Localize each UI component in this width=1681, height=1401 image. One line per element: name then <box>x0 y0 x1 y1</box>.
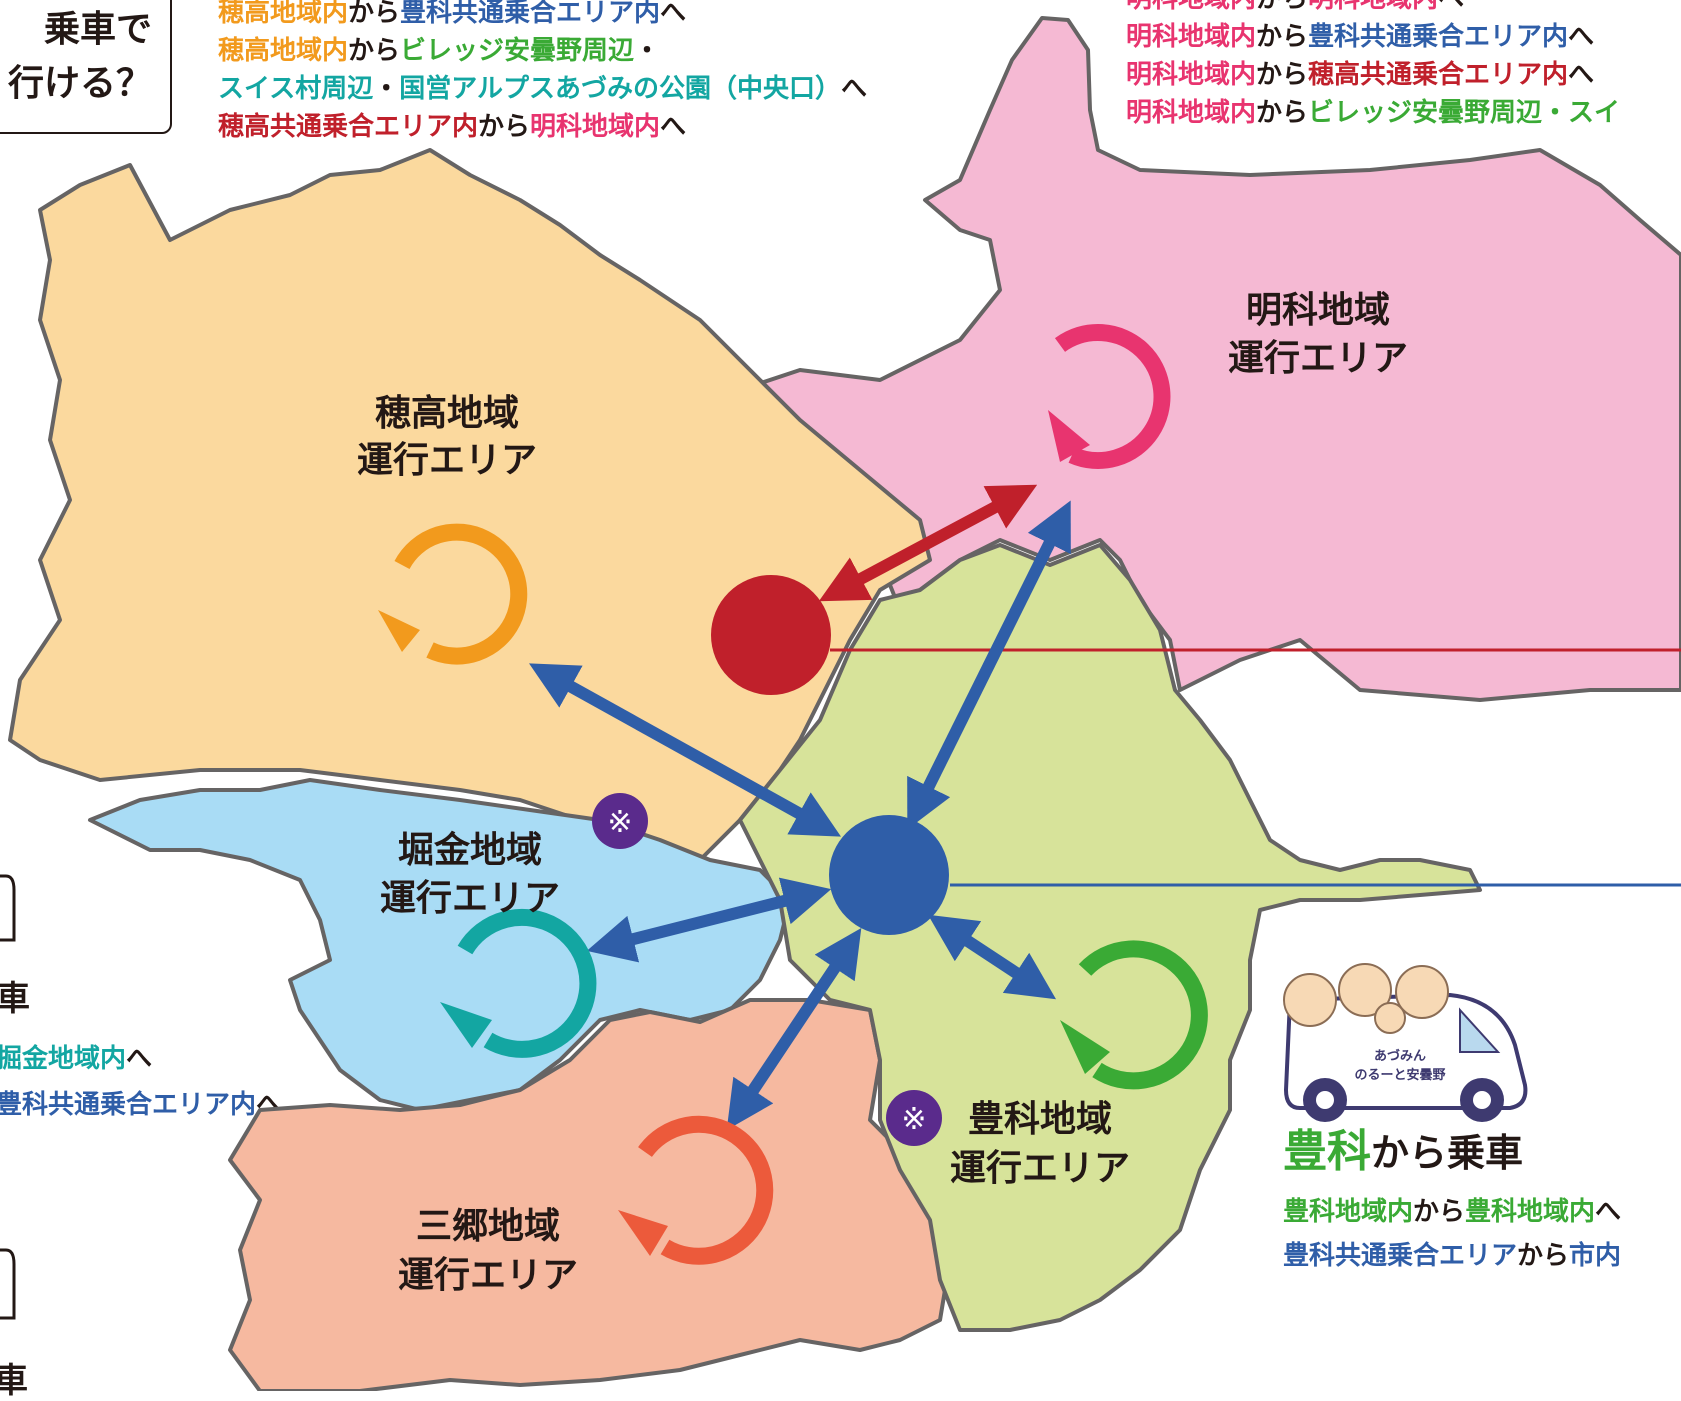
route-segment: 掘金地域内 <box>0 1044 127 1074</box>
toyoshina-label-2: 運行エリア <box>950 1148 1130 1189</box>
route-segment: へ <box>1568 22 1595 52</box>
route-segment: へ <box>1568 60 1595 90</box>
toyoshina-routes: 豊科地域内から豊科地域内へ豊科共通乗合エリアから市内 <box>1283 1190 1621 1278</box>
route-segment: から <box>1256 22 1309 52</box>
route-segment: から <box>1517 1241 1570 1271</box>
toyoshina-heading: 豊科から乗車 <box>1283 1128 1523 1177</box>
akashina-routes: 明科地域内から明科地域内へ明科地域内から豊科共通乗合エリア内へ明科地域内から穂高… <box>1126 0 1620 132</box>
phone-icon-upper <box>0 874 16 942</box>
route-segment: へ <box>660 112 687 142</box>
route-segment: ・ <box>634 36 661 66</box>
route-segment: から <box>348 0 401 28</box>
svg-text:※: ※ <box>607 805 632 840</box>
route-segment: 穂高共通乗合エリア内 <box>1308 60 1569 90</box>
route-segment: 国営アルプスあづみの公園（中央口） <box>399 74 841 104</box>
title-box: 乗車で 行ける？ <box>0 0 172 134</box>
loop-toyoshina-icon <box>1060 940 1208 1090</box>
route-segment: ・スイ <box>1542 98 1621 128</box>
route-segment: から <box>1256 60 1309 90</box>
route-segment: 豊科共通乗合エリア <box>1283 1241 1518 1271</box>
svg-text:※: ※ <box>901 1102 926 1137</box>
left-fragment-upper: 車 <box>0 979 30 1019</box>
arrow-hub-horigane <box>586 877 832 963</box>
horigane-label-2: 運行エリア <box>380 878 560 919</box>
route-segment: 市内 <box>1569 1241 1622 1271</box>
route-segment: から <box>1256 0 1308 14</box>
loop-horigane-icon <box>440 908 597 1058</box>
route-segment: 明科地域内 <box>1126 0 1256 14</box>
route-line: 穂高地域内から豊科共通乗合エリア内へ <box>218 0 867 32</box>
loop-hotaka-icon <box>378 523 528 665</box>
route-segment: 明科地域内 <box>1126 60 1257 90</box>
horigane-routes: 掘金地域内へ豊科共通乗合エリア内へ <box>0 1036 282 1128</box>
note-badge-horigane: ※ <box>592 793 648 849</box>
route-segment: ビレッジ安曇野周辺 <box>1308 98 1543 128</box>
route-segment: 豊科共通乗合エリア内 <box>1308 22 1569 52</box>
route-segment: ・ <box>373 74 400 104</box>
route-segment: へ <box>1438 0 1464 14</box>
route-segment: 明科地域内 <box>530 112 661 142</box>
route-line: 穂高共通乗合エリア内から明科地域内へ <box>218 108 867 146</box>
phone-icon-lower <box>0 1248 16 1320</box>
route-segment: へ <box>660 0 687 28</box>
hotaka-label-2: 運行エリア <box>357 440 537 481</box>
route-segment: 明科地域内 <box>1126 98 1257 128</box>
route-line: 穂高地域内からビレッジ安曇野周辺・ <box>218 32 867 70</box>
van-illustration: あづみん のるーと安曇野 <box>1283 963 1528 1122</box>
toyoshina-label-1: 豊科地域 <box>968 1099 1112 1140</box>
loop-misato-icon <box>618 1115 774 1265</box>
van-logo-line1: あづみん <box>1374 1048 1426 1064</box>
hotaka-routes: 穂高地域内から豊科共通乗合エリア内へ穂高地域内からビレッジ安曇野周辺・スイス村周… <box>218 0 867 146</box>
route-segment: 豊科地域内 <box>1283 1197 1414 1227</box>
route-segment: から <box>1413 1197 1466 1227</box>
route-segment: 穂高地域内 <box>218 0 349 28</box>
misato-label-2: 運行エリア <box>398 1255 578 1296</box>
route-segment: 豊科地域内 <box>1465 1197 1596 1227</box>
title-line-1: 乗車で <box>43 9 152 50</box>
route-line: 明科地域内から豊科共通乗合エリア内へ <box>1126 18 1620 56</box>
region-horigane <box>88 778 792 1112</box>
route-line: 掘金地域内へ <box>0 1036 282 1082</box>
route-line: 明科地域内から穂高共通乗合エリア内へ <box>1126 56 1620 94</box>
route-segment: へ <box>126 1044 153 1074</box>
route-segment: から <box>1256 98 1309 128</box>
toyoshina-common-hub <box>829 815 949 935</box>
route-segment: へ <box>1595 1197 1622 1227</box>
akashina-label-2: 運行エリア <box>1228 338 1408 379</box>
note-badge-toyoshina: ※ <box>886 1090 942 1146</box>
arrow-hub-toyoshina <box>927 914 1057 1000</box>
route-line: スイス村周辺・国営アルプスあづみの公園（中央口）へ <box>218 70 867 108</box>
route-segment: 豊科共通乗合エリア内 <box>0 1090 257 1120</box>
route-segment: へ <box>841 74 868 104</box>
arrow-hub-hotaka <box>529 663 841 837</box>
route-line: 豊科共通乗合エリアから市内 <box>1283 1234 1621 1278</box>
route-segment: 豊科共通乗合エリア内 <box>400 0 661 28</box>
loop-akashina-icon <box>1048 324 1171 470</box>
route-line: 明科地域内からビレッジ安曇野周辺・スイ <box>1126 94 1620 132</box>
route-segment: ビレッジ安曇野周辺 <box>400 36 635 66</box>
toyoshina-heading-place: 豊科 <box>1283 1126 1371 1177</box>
route-segment: 穂高地域内 <box>218 36 349 66</box>
route-segment: 穂高共通乗合エリア内 <box>218 112 479 142</box>
route-segment: 明科地域内 <box>1308 0 1438 14</box>
arrow-hotaka-akashina <box>818 484 1038 602</box>
hotaka-label-1: 穂高地域 <box>375 393 519 434</box>
route-segment: スイス村周辺 <box>218 74 374 104</box>
route-line: 豊科地域内から豊科地域内へ <box>1283 1190 1621 1234</box>
van-logo-line2: のるーと安曇野 <box>1354 1067 1445 1083</box>
arrow-hub-misato <box>726 928 862 1130</box>
hotaka-common-hub <box>711 575 831 695</box>
toyoshina-heading-rest: から乗車 <box>1371 1131 1524 1175</box>
misato-label-1: 三郷地域 <box>416 1206 560 1247</box>
title-line-2: 行ける？ <box>7 63 152 104</box>
route-segment: から <box>478 112 531 142</box>
route-segment: から <box>348 36 401 66</box>
horigane-label-1: 堀金地域 <box>398 829 542 871</box>
route-line: 豊科共通乗合エリア内へ <box>0 1082 282 1128</box>
akashina-label-1: 明科地域 <box>1246 290 1390 331</box>
route-segment: 明科地域内 <box>1126 22 1257 52</box>
route-line: 明科地域内から明科地域内へ <box>1126 0 1620 18</box>
